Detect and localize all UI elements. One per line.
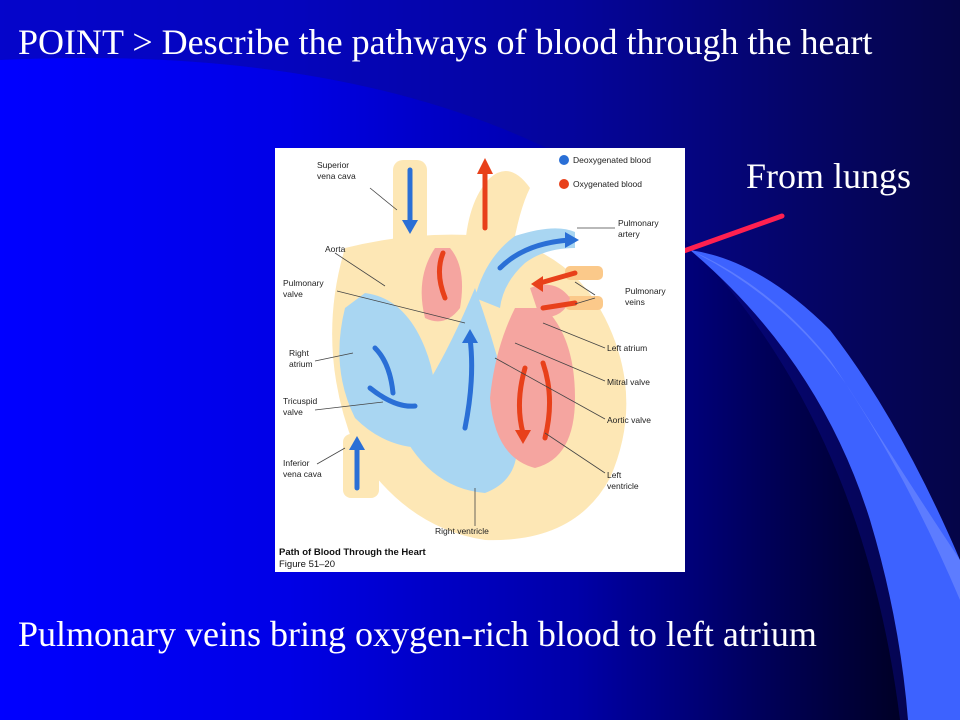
legend-oxygenated-label: Oxygenated blood xyxy=(573,179,642,189)
legend-oxygenated-dot xyxy=(559,179,569,189)
red-arrow-lv xyxy=(516,365,528,436)
from-lungs-callout: From lungs xyxy=(746,156,912,196)
label-pulmonary-veins-1: Pulmonary xyxy=(625,286,666,296)
red-arrow-lv-up xyxy=(540,360,553,441)
left-atrium-chamber xyxy=(530,284,570,318)
blue-arrow-pulmonary-artery xyxy=(497,237,573,271)
label-aorta: Aorta xyxy=(325,244,346,254)
label-leader-lines xyxy=(314,187,615,526)
red-arrow-pv-lower xyxy=(540,300,578,311)
label-pulmonary-artery-1: Pulmonary xyxy=(618,218,659,228)
slide-caption: Pulmonary veins bring oxygen-rich blood … xyxy=(18,614,817,654)
blue-arrowhead-ventricle xyxy=(462,329,478,343)
blue-arrowhead-svc xyxy=(402,220,418,234)
label-tricuspid-valve-2: valve xyxy=(283,407,303,417)
label-left-ventricle-2: ventricle xyxy=(607,481,639,491)
figure-caption-title: Path of Blood Through the Heart xyxy=(279,547,427,558)
figure-caption-number: Figure 51–20 xyxy=(279,559,335,570)
label-left-atrium: Left atrium xyxy=(607,343,647,353)
label-aortic-valve: Aortic valve xyxy=(607,415,651,425)
legend-deoxygenated-dot xyxy=(559,155,569,165)
pulmonary-vein-lower xyxy=(565,296,603,310)
label-right-atrium-1: Right xyxy=(289,348,309,358)
red-arrowhead-pv xyxy=(531,276,543,292)
oxygenated-arrowheads xyxy=(477,158,543,444)
label-pulmonary-valve-1: Pulmonary xyxy=(283,278,324,288)
label-right-ventricle: Right ventricle xyxy=(435,526,489,536)
legend-deoxygenated-label: Deoxygenated blood xyxy=(573,155,651,165)
label-superior-vena-cava-2: vena cava xyxy=(317,171,356,181)
blue-arrow-ventricle xyxy=(462,335,475,431)
pulmonary-artery-vessel xyxy=(475,228,575,308)
oxygenated-flow-arrows xyxy=(437,167,578,441)
label-pulmonary-valve-2: valve xyxy=(283,289,303,299)
aorta-vessel xyxy=(464,170,530,288)
deoxygenated-arrowheads xyxy=(349,220,579,450)
label-superior-vena-cava-1: Superior xyxy=(317,160,349,170)
label-inferior-vena-cava-1: Inferior xyxy=(283,458,310,468)
heart-diagram-figure: Deoxygenated blood Oxygenated blood xyxy=(275,148,685,572)
deoxygenated-flow-arrows xyxy=(354,167,573,491)
swoosh-light-band xyxy=(690,250,960,720)
blue-arrow-tricuspid xyxy=(367,385,418,409)
label-mitral-valve: Mitral valve xyxy=(607,377,650,387)
heart-diagram: Deoxygenated blood Oxygenated blood xyxy=(279,155,666,570)
right-ventricle-chamber xyxy=(395,288,517,493)
slide-title: POINT > Describe the pathways of blood t… xyxy=(18,22,873,62)
label-pulmonary-veins-2: veins xyxy=(625,297,645,307)
blue-arrowhead-pa xyxy=(565,232,579,248)
label-tricuspid-valve-1: Tricuspid xyxy=(283,396,317,406)
label-pulmonary-artery-2: artery xyxy=(618,229,640,239)
blue-arrow-atrium xyxy=(372,345,396,396)
red-arrow-pv-upper xyxy=(537,270,578,286)
label-left-ventricle-1: Left xyxy=(607,470,622,480)
label-right-atrium-2: atrium xyxy=(289,359,313,369)
pulmonary-vein-upper xyxy=(565,266,603,280)
left-ventricle-chamber xyxy=(490,308,575,468)
red-arrow-aortic xyxy=(437,250,448,301)
blue-arrowhead-ivc xyxy=(349,436,365,450)
label-inferior-vena-cava-2: vena cava xyxy=(283,469,322,479)
red-arrowhead-aorta xyxy=(477,158,493,174)
red-arrowhead-lv xyxy=(515,430,531,444)
